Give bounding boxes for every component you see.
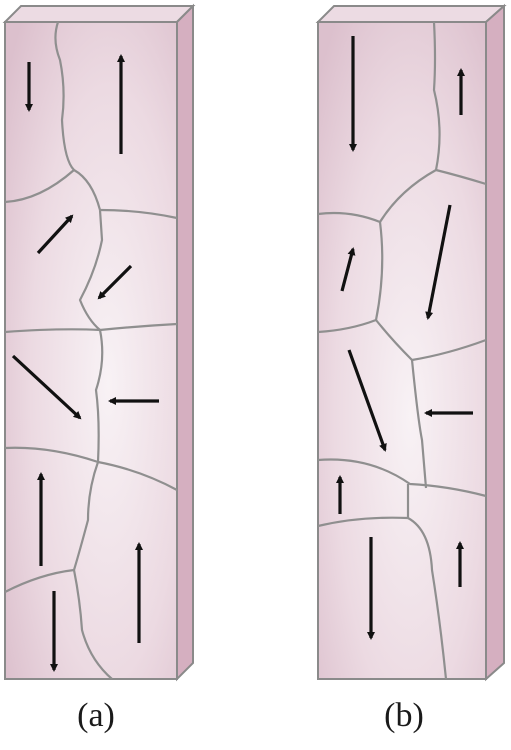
magnetization-arrows-a bbox=[11, 54, 159, 672]
bar-a-side-face bbox=[176, 3, 194, 682]
arrow-b-5 bbox=[347, 349, 387, 452]
arrow-a-3 bbox=[36, 214, 74, 255]
magnetization-arrows-b bbox=[336, 36, 473, 640]
domain-boundaries-a bbox=[4, 21, 178, 680]
panel-b-label: (b) bbox=[384, 697, 424, 734]
bar-a-top-face bbox=[2, 5, 196, 23]
arrow-a-4 bbox=[97, 264, 133, 300]
bar-b-side-face bbox=[485, 3, 505, 682]
arrow-a-5 bbox=[11, 354, 82, 420]
bar-b-top-face bbox=[315, 5, 507, 23]
panel-b-bar bbox=[315, 3, 507, 682]
panel-a-label: (a) bbox=[77, 697, 115, 734]
arrow-b-4 bbox=[425, 204, 452, 320]
bar-a-front-face bbox=[4, 21, 178, 680]
domain-boundaries-b bbox=[317, 21, 487, 680]
arrow-b-3 bbox=[340, 247, 356, 292]
panel-a-bar bbox=[2, 3, 196, 682]
